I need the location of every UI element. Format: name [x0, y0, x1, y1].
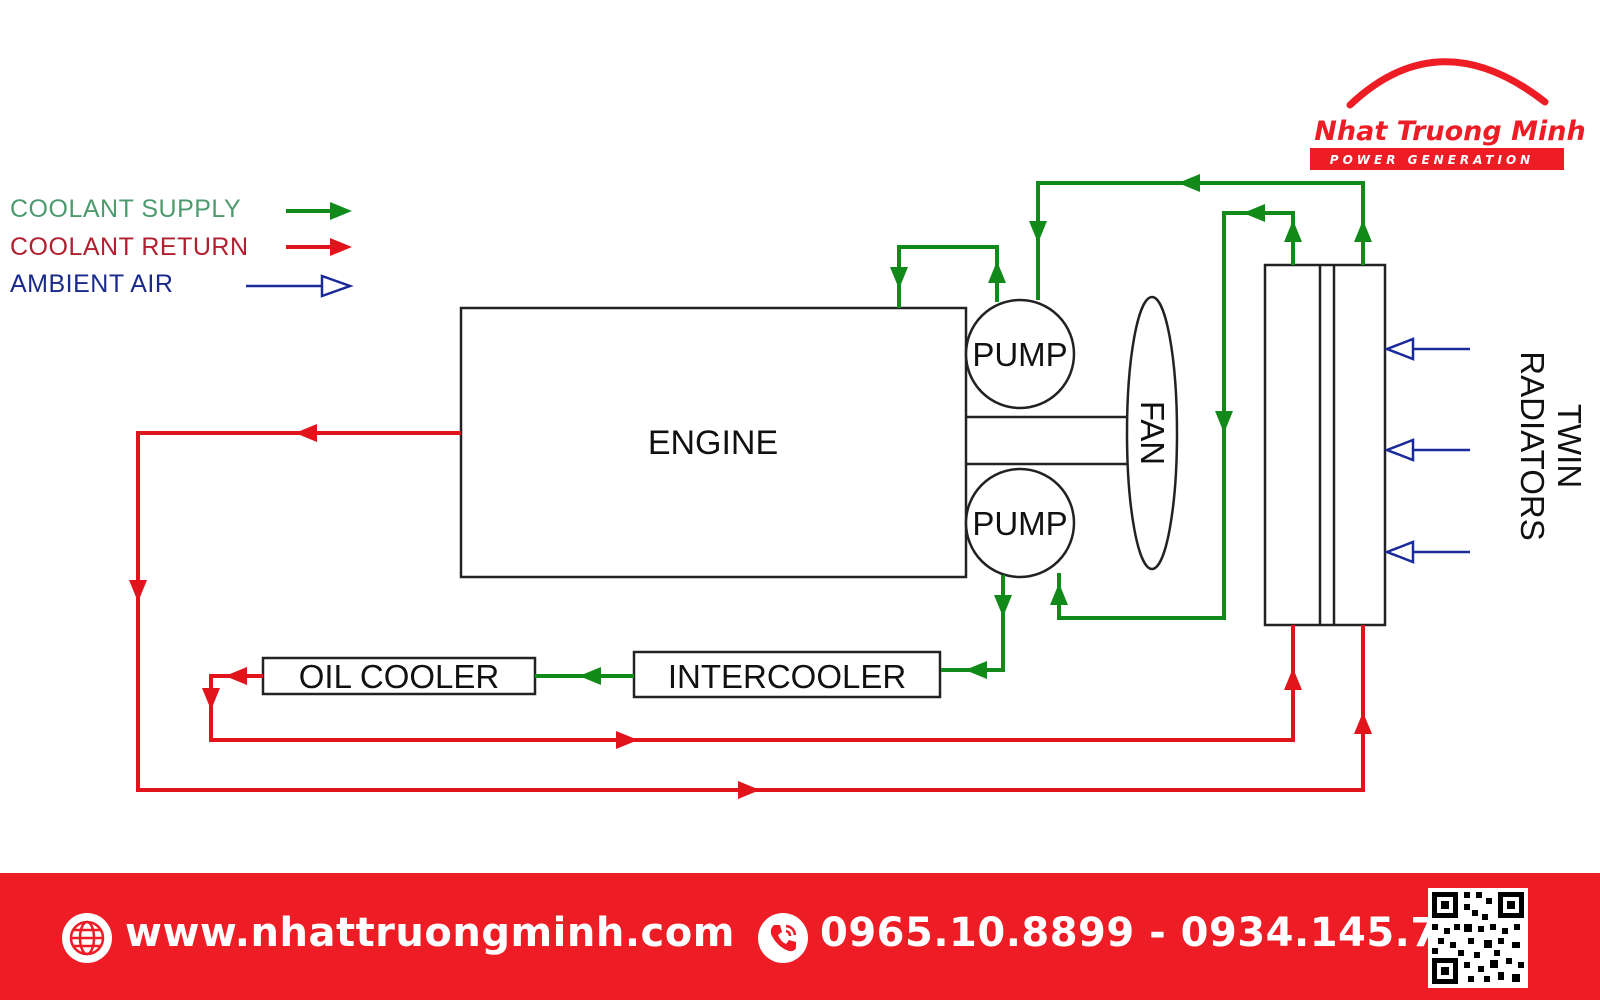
legend-return-arrow: [286, 238, 352, 256]
oil-cooler-label: OIL COOLER: [299, 658, 500, 695]
coolant-return-arrowheads: [129, 424, 1372, 799]
twin-radiators: [1263, 263, 1387, 627]
radiators-label-line2: RADIATORS: [1514, 351, 1551, 540]
cooling-system-diagram: ENGINE PUMP PUMP FAN TWIN RADIATORS OIL …: [129, 174, 1588, 799]
pump-bottom-label: PUMP: [972, 505, 1067, 542]
phone-icon: [758, 913, 808, 963]
brand-logo: Nhat Truong Minh POWER GENERATION: [1302, 40, 1590, 180]
pump-top: [964, 298, 1076, 410]
fan: [1125, 295, 1179, 571]
radiators-label-line1: TWIN: [1551, 404, 1588, 488]
legend-ambient-air: AMBIENT AIR: [10, 270, 174, 298]
website-link[interactable]: www.nhattruongminh.com: [125, 910, 735, 956]
coolant-supply-arrowheads: [579, 174, 1372, 685]
legend-coolant-supply: COOLANT SUPPLY: [10, 195, 242, 223]
globe-icon: [62, 913, 112, 963]
phone-numbers[interactable]: 0965.10.8899 - 0934.145.789: [820, 910, 1496, 956]
ambient-air-arrows: [1383, 337, 1470, 564]
brand-tagline: POWER GENERATION: [1330, 153, 1534, 167]
engine-label: ENGINE: [648, 424, 778, 462]
fan-label: FAN: [1134, 401, 1171, 465]
legend-air-arrow: [246, 274, 354, 298]
qr-code-icon[interactable]: [1428, 888, 1528, 988]
brand-name: Nhat Truong Minh: [1314, 116, 1585, 147]
legend-coolant-return: COOLANT RETURN: [10, 233, 249, 261]
pump-top-label: PUMP: [972, 336, 1067, 373]
legend-supply-arrow: [286, 202, 352, 220]
intercooler-label: INTERCOOLER: [668, 658, 906, 695]
coolant-return-lines: [136, 431, 1365, 792]
pump-bottom: [964, 467, 1076, 579]
footer-bar: www.nhattruongminh.com 0965.10.8899 - 09…: [0, 873, 1600, 1000]
engine-block: [459, 306, 968, 579]
